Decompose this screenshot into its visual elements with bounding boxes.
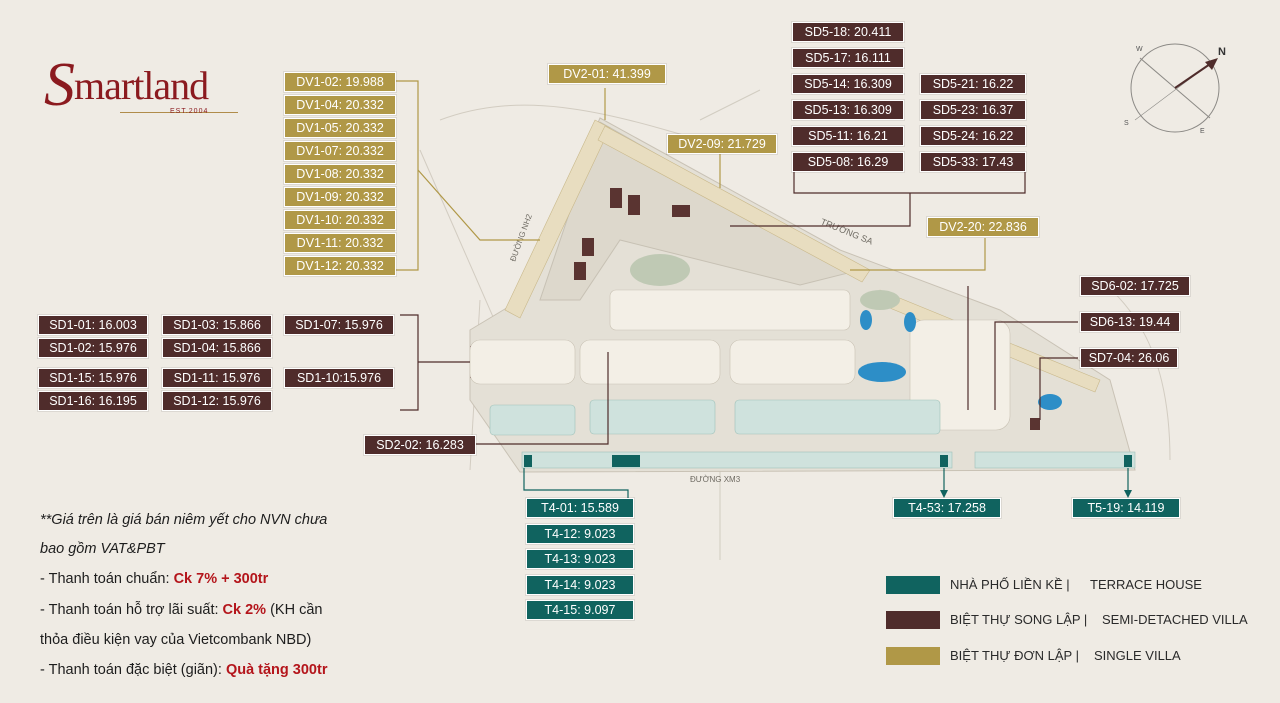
label-sd1-11[interactable]: SD1-11: 15.976 [162, 368, 272, 388]
label-sd1-12[interactable]: SD1-12: 15.976 [162, 391, 272, 411]
label-sd5-13[interactable]: SD5-13: 16.309 [792, 100, 904, 120]
label-dv1-12[interactable]: DV1-12: 20.332 [284, 256, 396, 276]
label-sd5-14[interactable]: SD5-14: 16.309 [792, 74, 904, 94]
label-sd7-04[interactable]: SD7-04: 26.06 [1080, 348, 1178, 368]
terrace-arrowheads [940, 490, 1132, 498]
label-sd5-21[interactable]: SD5-21: 16.22 [920, 74, 1026, 94]
compass: N W S E [1124, 43, 1226, 135]
label-sd5-08[interactable]: SD5-08: 16.29 [792, 152, 904, 172]
note-line-3: - Thanh toán chuẩn: Ck 7% + 300tr [40, 571, 268, 587]
note-line-4-text: - Thanh toán hỗ trợ lãi suất: [40, 602, 223, 618]
water-features [858, 310, 1062, 410]
label-t4-12[interactable]: T4-12: 9.023 [526, 524, 634, 544]
road-label-xm3: ĐƯỜNG XM3 [690, 475, 741, 484]
note-line-4-suffix: (KH cần [266, 602, 323, 618]
label-dv2-01[interactable]: DV2-01: 41.399 [548, 64, 666, 84]
terrace-leaders [523, 468, 1129, 498]
legend-en-single-villa: SINGLE VILLA [1094, 648, 1181, 663]
road-label-truong-sa: TRƯỜNG SA [819, 217, 874, 247]
label-sd5-24[interactable]: SD5-24: 16.22 [920, 126, 1026, 146]
label-dv1-08[interactable]: DV1-08: 20.332 [284, 164, 396, 184]
label-t5-19[interactable]: T5-19: 14.119 [1072, 498, 1180, 518]
label-sd1-04[interactable]: SD1-04: 15.866 [162, 338, 272, 358]
single-villa-leaders [395, 80, 986, 271]
legend-vi-semi-detached: BIỆT THỰ SONG LẬP | [950, 612, 1088, 627]
label-dv1-09[interactable]: DV1-09: 20.332 [284, 187, 396, 207]
label-t4-01[interactable]: T4-01: 15.589 [526, 498, 634, 518]
label-sd6-13[interactable]: SD6-13: 19.44 [1080, 312, 1180, 332]
legend-swatch-single-villa [886, 647, 940, 665]
note-line-6: - Thanh toán đặc biệt (giãn): Quà tặng 3… [40, 662, 327, 678]
note-line-5: thỏa điều kiện vay của Vietcombank NBD) [40, 632, 312, 648]
brand-logo: Smartland [44, 50, 209, 121]
label-sd2-02[interactable]: SD2-02: 16.283 [364, 435, 476, 455]
compass-n: N [1218, 46, 1226, 58]
label-dv1-04[interactable]: DV1-04: 20.332 [284, 95, 396, 115]
label-dv1-11[interactable]: DV1-11: 20.332 [284, 233, 396, 253]
label-dv1-05[interactable]: DV1-05: 20.332 [284, 118, 396, 138]
note-line-4: - Thanh toán hỗ trợ lãi suất: Ck 2% (KH … [40, 602, 323, 618]
logo-text: martland [74, 63, 209, 108]
label-dv2-09[interactable]: DV2-09: 21.729 [667, 134, 777, 154]
legend-vi-terrace: NHÀ PHỐ LIỀN KỀ | [950, 577, 1070, 592]
label-sd1-15[interactable]: SD1-15: 15.976 [38, 368, 148, 388]
note-line-3-highlight: Ck 7% + 300tr [173, 571, 269, 587]
note-line-3-text: - Thanh toán chuẩn: [40, 571, 174, 587]
label-sd5-18[interactable]: SD5-18: 20.411 [792, 22, 904, 42]
note-line-6-text: - Thanh toán đặc biệt (giãn): [40, 662, 226, 678]
label-sd5-33[interactable]: SD5-33: 17.43 [920, 152, 1026, 172]
label-dv2-20[interactable]: DV2-20: 22.836 [927, 217, 1039, 237]
label-sd1-10[interactable]: SD1-10:15.976 [284, 368, 394, 388]
label-sd1-02[interactable]: SD1-02: 15.976 [38, 338, 148, 358]
legend-swatch-semi-detached [886, 611, 940, 629]
compass-w: W [1136, 46, 1143, 53]
label-sd6-02[interactable]: SD6-02: 17.725 [1080, 276, 1190, 296]
label-t4-15[interactable]: T4-15: 9.097 [526, 600, 634, 620]
label-sd5-11[interactable]: SD5-11: 16.21 [792, 126, 904, 146]
label-sd1-03[interactable]: SD1-03: 15.866 [162, 315, 272, 335]
label-dv1-10[interactable]: DV1-10: 20.332 [284, 210, 396, 230]
terrace-highlight [524, 455, 1132, 467]
logo-underline [120, 112, 238, 113]
legend-en-semi-detached: SEMI-DETACHED VILLA [1102, 612, 1248, 627]
label-sd5-17[interactable]: SD5-17: 16.111 [792, 48, 904, 68]
note-line-4-highlight: Ck 2% [222, 602, 267, 618]
note-line-2: bao gồm VAT&PBT [40, 541, 165, 557]
label-sd1-01[interactable]: SD1-01: 16.003 [38, 315, 148, 335]
semi-detached-leaders [400, 172, 1078, 445]
green-areas [630, 254, 900, 310]
label-t4-13[interactable]: T4-13: 9.023 [526, 549, 634, 569]
logo-est: EST.2004 [170, 108, 209, 115]
note-line-1: **Giá trên là giá bán niêm yết cho NVN c… [40, 512, 328, 528]
road-label-nh2: ĐƯỜNG NH2 [508, 212, 534, 262]
label-dv1-07[interactable]: DV1-07: 20.332 [284, 141, 396, 161]
compass-s: S [1124, 120, 1129, 127]
legend-swatch-terrace [886, 576, 940, 594]
label-sd1-07[interactable]: SD1-07: 15.976 [284, 315, 394, 335]
label-t4-14[interactable]: T4-14: 9.023 [526, 575, 634, 595]
label-dv1-02[interactable]: DV1-02: 19.988 [284, 72, 396, 92]
logo-initial: S [44, 51, 75, 119]
label-t4-53[interactable]: T4-53: 17.258 [893, 498, 1001, 518]
label-sd1-16[interactable]: SD1-16: 16.195 [38, 391, 148, 411]
compass-e: E [1200, 128, 1205, 135]
label-sd5-23[interactable]: SD5-23: 16.37 [920, 100, 1026, 120]
note-line-6-highlight: Quà tặng 300tr [225, 662, 328, 678]
legend-vi-single-villa: BIỆT THỰ ĐƠN LẬP | [950, 648, 1079, 663]
legend-en-terrace: TERRACE HOUSE [1090, 577, 1202, 592]
